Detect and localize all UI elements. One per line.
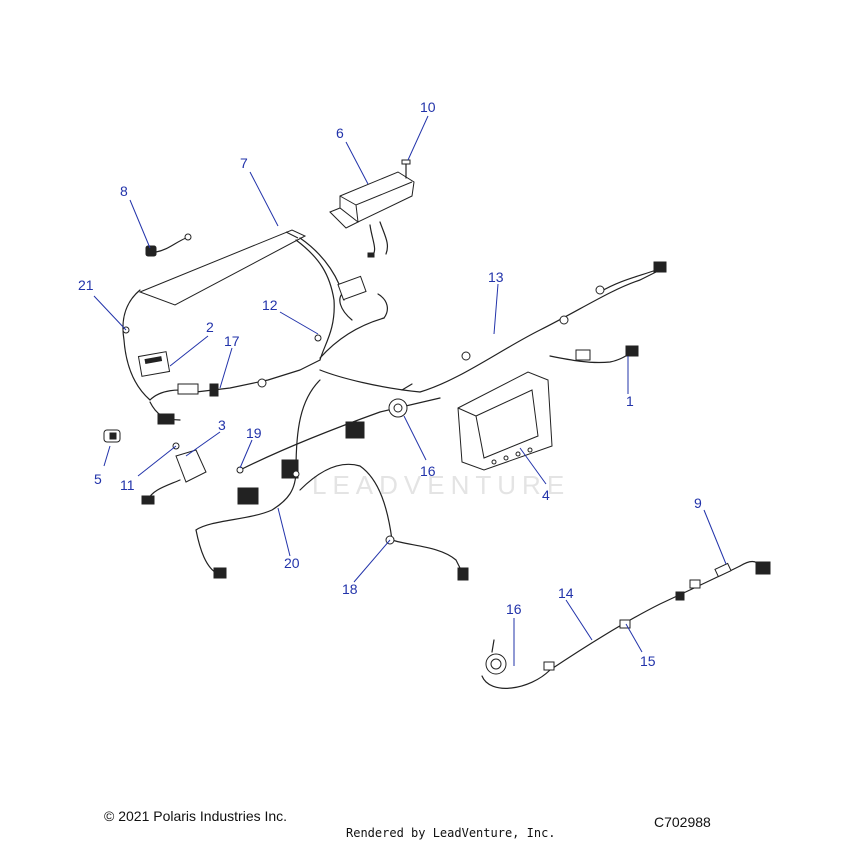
callout-15: 15 <box>640 653 656 669</box>
part-3-box <box>141 449 207 505</box>
callout-2: 2 <box>206 319 214 335</box>
part-10-screw <box>401 159 411 179</box>
callout-8: 8 <box>120 183 128 199</box>
callout-5: 5 <box>94 471 102 487</box>
drawing-id: C702988 <box>654 814 711 830</box>
callout-20: 20 <box>284 555 300 571</box>
part-14-harness <box>481 560 771 689</box>
part-4-display <box>457 371 553 471</box>
callout-9: 9 <box>694 495 702 511</box>
callout-11: 11 <box>120 477 135 493</box>
copyright-text: © 2021 Polaris Industries Inc. <box>104 808 288 824</box>
part-8-connector <box>145 233 192 257</box>
callout-14: 14 <box>558 585 574 601</box>
watermark: LEADVENTURE <box>312 470 571 500</box>
callout-4: 4 <box>542 487 550 503</box>
main-harness <box>122 237 388 425</box>
callout-17: 17 <box>224 333 240 349</box>
part-6-module <box>329 171 415 258</box>
callout-labels: 1 2 3 4 5 6 7 8 9 10 11 12 13 14 15 16 1… <box>78 99 702 669</box>
callout-1: 1 <box>626 393 634 409</box>
callout-12: 12 <box>262 297 278 313</box>
rendered-by-text: Rendered by LeadVenture, Inc. <box>346 826 556 840</box>
callout-16-upper: 16 <box>420 463 436 479</box>
part-13-harness <box>319 261 667 393</box>
callout-10: 10 <box>420 99 436 115</box>
callout-16-lower: 16 <box>506 601 522 617</box>
callout-18: 18 <box>342 581 358 597</box>
callout-3: 3 <box>218 417 226 433</box>
callout-13: 13 <box>488 269 504 285</box>
callout-21: 21 <box>78 277 94 293</box>
callout-7: 7 <box>240 155 248 171</box>
leader-lines <box>93 115 727 666</box>
callout-19: 19 <box>246 425 262 441</box>
part-5-plug <box>103 429 121 443</box>
part-7-mat <box>138 229 307 306</box>
part-18-20-harness <box>195 379 469 581</box>
part-16-grommet-upper <box>388 383 413 418</box>
callout-6: 6 <box>336 125 344 141</box>
